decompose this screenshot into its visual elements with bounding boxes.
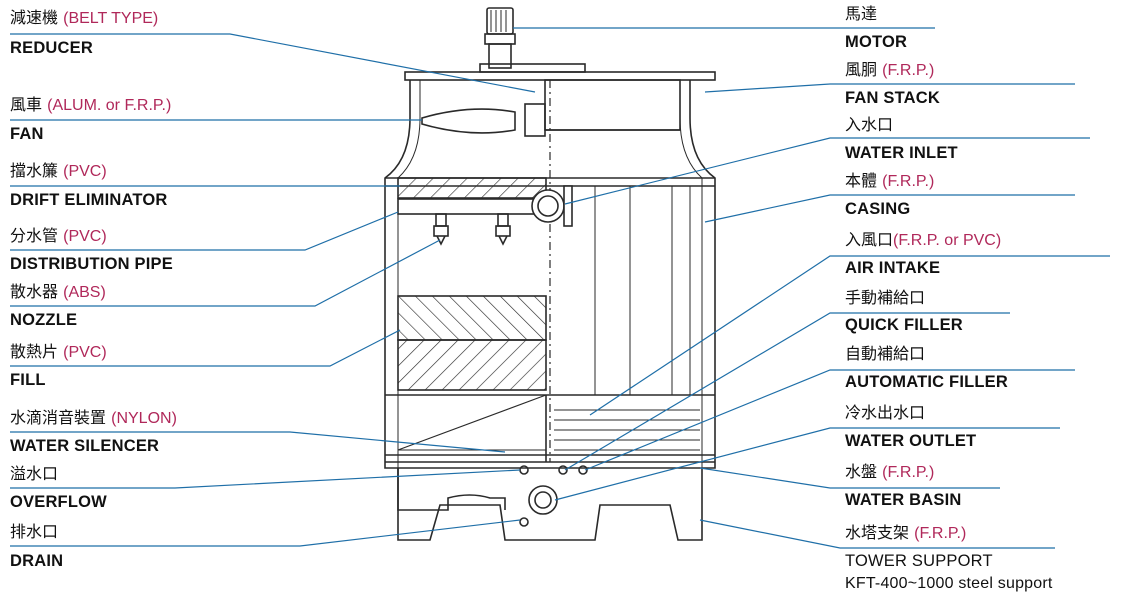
quick-en-label: QUICK FILLER — [845, 316, 963, 334]
reducer-en-label: REDUCER — [10, 39, 93, 57]
casing-zh-label: 本體 (F.R.P.) — [845, 171, 935, 190]
casing-outline — [384, 80, 716, 469]
nozzle-en-label: NOZZLE — [10, 311, 78, 329]
silencer-zh-label: 水滴消音裝置 (NYLON) — [10, 408, 177, 427]
support-en-label: TOWER SUPPORT — [845, 552, 993, 570]
support-extra-label: KFT-400~1000 steel support — [845, 575, 1053, 592]
basin-en-label: WATER BASIN — [845, 491, 962, 509]
fanstack-zh-label: 風胴 (F.R.P.) — [845, 60, 935, 79]
distribution-pipe — [397, 198, 547, 215]
drift-en-label: DRIFT ELIMINATOR — [10, 191, 168, 209]
outlet-zh-label: 冷水出水口 — [845, 403, 926, 422]
nozzle-zh-label: 散水器 (ABS) — [10, 282, 106, 301]
distribution-zh-label: 分水管 (PVC) — [10, 226, 107, 245]
overflow-zh-label: 溢水口 — [10, 464, 59, 483]
drain-zh-label: 排水口 — [10, 522, 59, 541]
drain-en-label: DRAIN — [10, 552, 64, 570]
fanstack-en-label: FAN STACK — [845, 89, 940, 107]
quick-zh-label: 手動補給口 — [845, 288, 926, 307]
leader-lines — [10, 27, 1110, 549]
overflow-en-label: OVERFLOW — [10, 493, 107, 511]
support-zh-label: 水塔支架 (F.R.P.) — [845, 523, 967, 542]
motor-zh-label: 馬達 — [845, 4, 878, 23]
inlet-zh-label: 入水口 — [845, 115, 894, 134]
fan-en-label: FAN — [10, 125, 44, 143]
inlet-en-label: WATER INLET — [845, 144, 958, 162]
water-basin — [397, 468, 506, 511]
auto-en-label: AUTOMATIC FILLER — [845, 373, 1008, 391]
casing-en-label: CASING — [845, 200, 911, 218]
fill-zh-label: 散熱片 (PVC) — [10, 342, 107, 361]
basin-zh-label: 水盤 (F.R.P.) — [845, 462, 935, 481]
drift-zh-label: 擋水簾 (PVC) — [10, 161, 107, 180]
silencer-en-label: WATER SILENCER — [10, 437, 160, 455]
auto-zh-label: 自動補給口 — [845, 344, 926, 363]
reducer-zh-label: 減速機 (BELT TYPE) — [10, 8, 159, 27]
fan-zh-label: 風車 (ALUM. or F.R.P.) — [10, 95, 172, 114]
motor-en-label: MOTOR — [845, 33, 908, 51]
drift-eliminator — [397, 177, 547, 199]
intake-zh-label: 入風口(F.R.P. or PVC) — [845, 230, 1002, 249]
fill-en-label: FILL — [10, 371, 46, 389]
fan-blade — [421, 108, 516, 134]
fill-media — [397, 295, 547, 341]
intake-en-label: AIR INTAKE — [845, 259, 941, 277]
tower-outline — [384, 7, 716, 541]
outlet-en-label: WATER OUTLET — [845, 432, 977, 450]
distribution-en-label: DISTRIBUTION PIPE — [10, 255, 173, 273]
